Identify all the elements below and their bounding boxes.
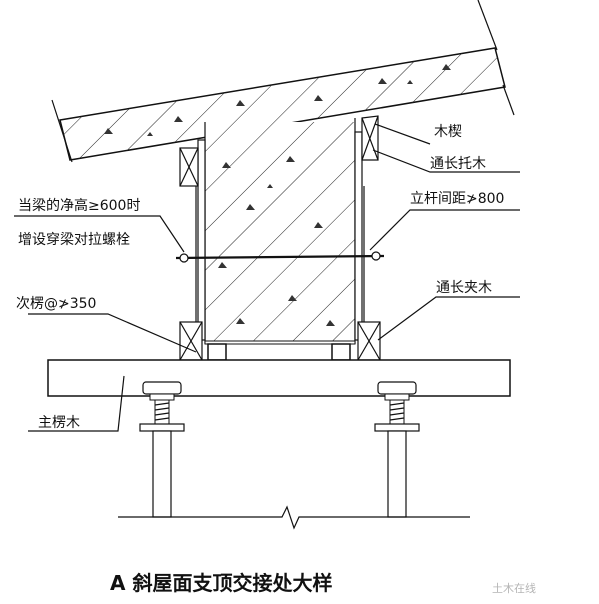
- watermark: 土木在线: [492, 581, 536, 595]
- label-beam-height-note-1: 当梁的净高≥600时: [18, 197, 140, 214]
- label-main-joist: 主楞木: [38, 415, 80, 431]
- top-clamp-timber-left: [179, 147, 199, 187]
- tie-bolt: [175, 251, 385, 263]
- top-support-timber-right: [361, 115, 379, 161]
- secondary-joist-right: [331, 343, 351, 361]
- adjustable-prop-left: [139, 381, 185, 518]
- side-formwork: [195, 131, 365, 345]
- concrete-beam: [204, 118, 356, 344]
- label-wood-wedge: 木楔: [434, 124, 462, 140]
- label-pole-spacing: 立杆间距≯800: [410, 191, 504, 207]
- label-long-clamp-timber: 通长夹木: [436, 280, 492, 296]
- drawing-caption: A 斜屋面支顶交接处大样: [110, 571, 332, 595]
- leader-lines: [14, 123, 520, 432]
- label-long-support-timber: 通长托木: [430, 156, 486, 172]
- bottom-clamp-timber-right: [357, 321, 381, 361]
- ground-break-line: [118, 505, 470, 530]
- label-beam-height-note-2: 增设穿梁对拉螺栓: [18, 232, 130, 248]
- label-secondary-joist: 次楞@≯350: [16, 296, 96, 312]
- bottom-clamp-timber-left: [179, 321, 203, 361]
- secondary-joist-left: [207, 343, 227, 361]
- main-joist-timber: [47, 359, 511, 397]
- adjustable-prop-right: [374, 381, 420, 518]
